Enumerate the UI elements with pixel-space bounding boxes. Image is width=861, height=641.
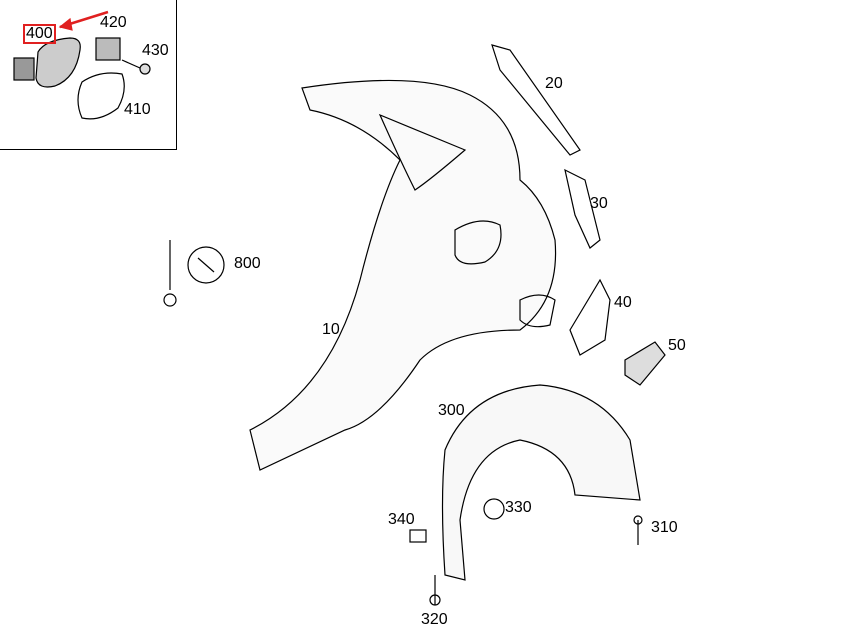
fastener-800[interactable] (163, 240, 225, 307)
pin-430[interactable] (121, 59, 151, 75)
label-10[interactable]: 10 (322, 321, 340, 338)
screw-310[interactable] (633, 515, 643, 545)
label-310[interactable]: 310 (651, 519, 678, 536)
label-400[interactable]: 400 (23, 24, 56, 44)
nut-340[interactable] (409, 529, 427, 543)
seal-410[interactable] (77, 72, 125, 120)
screw-320[interactable] (429, 575, 441, 606)
housing-40[interactable] (569, 278, 611, 356)
label-320[interactable]: 320 (421, 611, 448, 628)
label-430[interactable]: 430 (142, 42, 169, 59)
bracket-30[interactable] (564, 168, 601, 249)
side-panel-10[interactable] (249, 79, 557, 471)
fuel-door-400[interactable] (13, 37, 81, 88)
label-300[interactable]: 300 (438, 402, 465, 419)
label-30[interactable]: 30 (590, 195, 608, 212)
reinforcement-20[interactable] (491, 44, 581, 156)
label-50[interactable]: 50 (668, 337, 686, 354)
grommet-330[interactable] (483, 498, 505, 520)
label-420[interactable]: 420 (100, 14, 127, 31)
cap-50[interactable] (624, 341, 666, 386)
label-330[interactable]: 330 (505, 499, 532, 516)
wheel-liner-300[interactable] (441, 384, 641, 581)
detail-inset-box (0, 0, 177, 150)
label-800[interactable]: 800 (234, 255, 261, 272)
label-410[interactable]: 410 (124, 101, 151, 118)
clip-420[interactable] (95, 37, 121, 61)
label-20[interactable]: 20 (545, 75, 563, 92)
label-40[interactable]: 40 (614, 294, 632, 311)
label-340[interactable]: 340 (388, 511, 415, 528)
